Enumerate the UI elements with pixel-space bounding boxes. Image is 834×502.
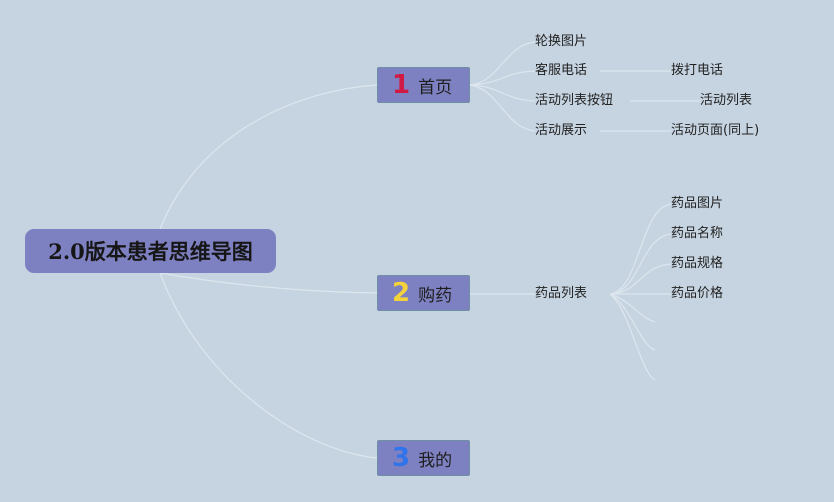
link-druglist-spec <box>609 263 672 295</box>
link-root-branch-1 <box>159 84 378 230</box>
branch-home[interactable]: 1 首页 <box>377 67 470 103</box>
node-activity-display[interactable]: 活动展示 <box>535 123 588 138</box>
node-activity-list[interactable]: 活动列表 <box>700 93 753 108</box>
node-activity-list-button[interactable]: 活动列表按钮 <box>535 93 614 108</box>
node-drug-name[interactable]: 药品名称 <box>671 226 724 241</box>
priority-1-icon: 1 <box>392 70 411 100</box>
node-drug-price[interactable]: 药品价格 <box>671 286 724 301</box>
link-home-activity-btn <box>469 84 536 102</box>
link-druglist-extra-3 <box>609 293 656 381</box>
link-home-activity-show <box>469 84 536 132</box>
branch-mine-label: 我的 <box>418 450 453 471</box>
node-customer-service-phone[interactable]: 客服电话 <box>535 63 588 78</box>
branch-mine[interactable]: 3 我的 <box>377 440 470 476</box>
node-make-call[interactable]: 拨打电话 <box>671 63 724 78</box>
link-druglist-extra-1 <box>609 293 656 323</box>
node-drug-list[interactable]: 药品列表 <box>535 286 588 301</box>
link-home-carousel <box>469 41 536 86</box>
root-title: 2.0版本患者思维导图 <box>48 239 253 264</box>
priority-2-icon: 2 <box>392 278 411 308</box>
node-carousel-images[interactable]: 轮换图片 <box>535 34 588 49</box>
branch-buy-medicine-label: 购药 <box>418 285 453 306</box>
node-drug-image[interactable]: 药品图片 <box>671 196 724 211</box>
link-druglist-name <box>609 233 672 295</box>
link-druglist-image <box>609 203 672 295</box>
branch-home-label: 首页 <box>418 77 453 98</box>
branch-buy-medicine[interactable]: 2 购药 <box>377 275 470 311</box>
link-home-service <box>469 70 536 86</box>
link-druglist-extra-2 <box>609 293 656 351</box>
root-node[interactable]: 2.0版本患者思维导图 <box>25 229 276 273</box>
link-root-branch-3 <box>159 272 378 459</box>
node-drug-spec[interactable]: 药品规格 <box>671 256 724 271</box>
priority-3-icon: 3 <box>392 443 411 473</box>
link-root-branch-2 <box>159 272 378 294</box>
node-activity-page[interactable]: 活动页面(同上) <box>671 123 760 138</box>
